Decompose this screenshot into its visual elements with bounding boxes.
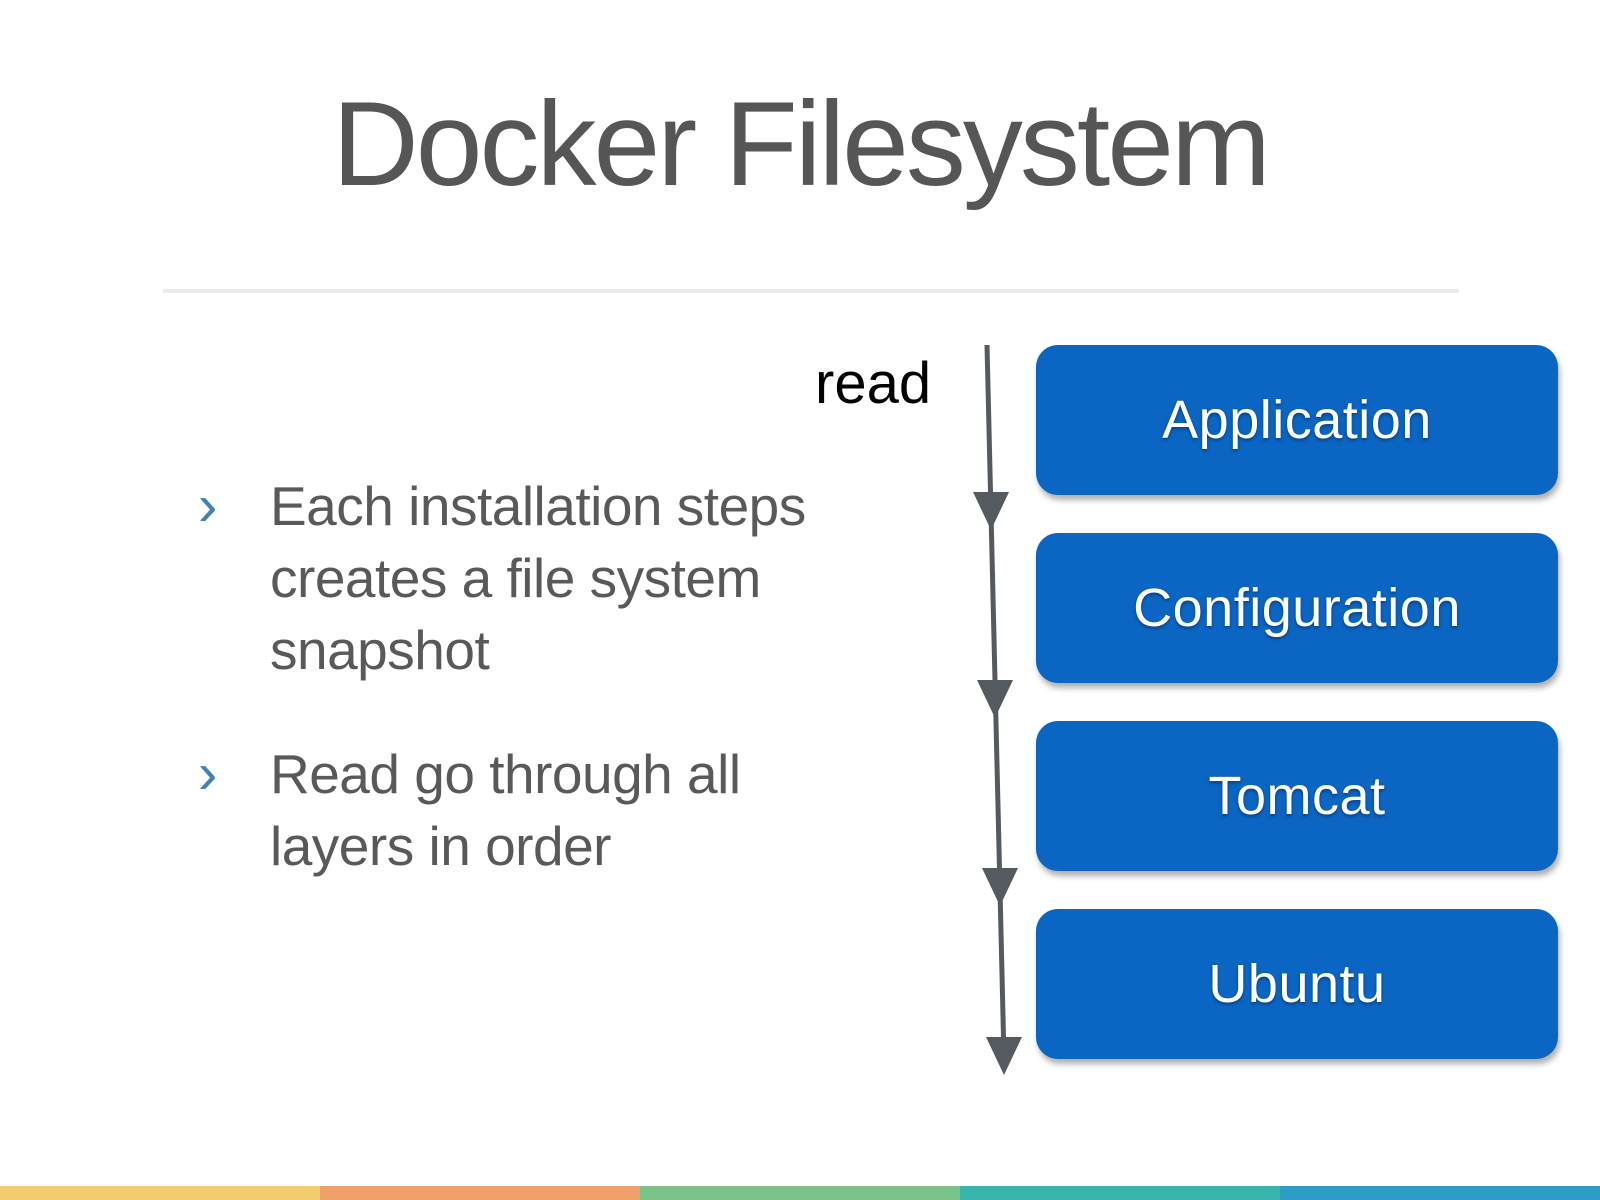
stripe-segment	[320, 1186, 640, 1200]
title-divider	[163, 289, 1459, 293]
layer-stack: Application Configuration Tomcat Ubuntu	[1036, 345, 1558, 1097]
stripe-segment	[0, 1186, 320, 1200]
footer-color-stripe	[0, 1186, 1600, 1200]
layer-box-ubuntu: Ubuntu	[1036, 909, 1558, 1059]
layer-box-application: Application	[1036, 345, 1558, 495]
page-title: Docker Filesystem	[332, 77, 1271, 211]
stripe-segment	[640, 1186, 960, 1200]
list-item: › Read go through all layers in order	[198, 738, 898, 882]
layer-label: Tomcat	[1208, 766, 1386, 826]
layer-label: Application	[1162, 390, 1432, 450]
arrowhead-icon	[982, 868, 1018, 906]
list-item: › Each installation steps creates a file…	[198, 470, 898, 686]
read-arrow-label: read	[815, 351, 932, 416]
layer-label: Configuration	[1133, 578, 1461, 638]
bullet-text: Each installation steps creates a file s…	[270, 475, 806, 681]
read-flow-arrow-icon	[973, 344, 1022, 1075]
bullet-list: › Each installation steps creates a file…	[198, 470, 898, 934]
chevron-bullet-icon: ›	[198, 473, 218, 538]
chevron-bullet-icon: ›	[198, 741, 218, 806]
layer-label: Ubuntu	[1208, 954, 1386, 1014]
arrowhead-icon	[973, 492, 1009, 530]
bullet-text: Read go through all layers in order	[270, 743, 741, 877]
stripe-segment	[960, 1186, 1280, 1200]
layer-box-tomcat: Tomcat	[1036, 721, 1558, 871]
arrowhead-icon	[977, 680, 1013, 718]
stripe-segment	[1280, 1186, 1600, 1200]
layer-box-configuration: Configuration	[1036, 533, 1558, 683]
arrowhead-icon	[986, 1037, 1022, 1075]
